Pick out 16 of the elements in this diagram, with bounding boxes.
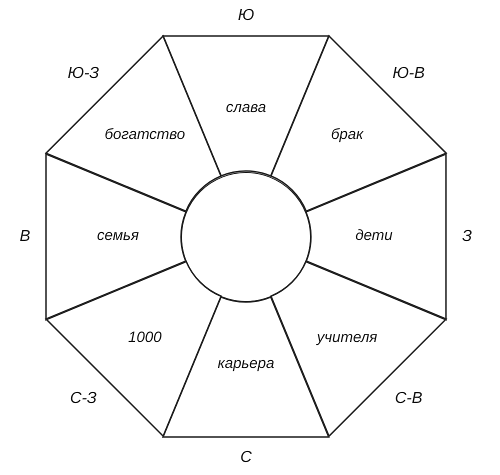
sector-label: 1000 bbox=[128, 329, 162, 346]
sector-label: богатство bbox=[104, 127, 186, 144]
sector-label: брак bbox=[330, 127, 364, 144]
direction-label: С-В bbox=[394, 390, 422, 408]
direction-label: З bbox=[462, 228, 472, 246]
direction-label: Ю bbox=[238, 6, 254, 24]
direction-label: С-З bbox=[70, 390, 97, 408]
sector-label: слава bbox=[226, 100, 266, 117]
direction-label: С bbox=[240, 448, 252, 466]
sector-label: учителя bbox=[316, 329, 378, 346]
sector-label: семья bbox=[97, 228, 139, 245]
sector-label: дети bbox=[355, 228, 393, 245]
direction-label: Ю-З bbox=[68, 65, 100, 83]
direction-label: В bbox=[20, 228, 30, 246]
direction-label: Ю-В bbox=[392, 65, 425, 83]
sector-label: карьера bbox=[218, 356, 274, 373]
